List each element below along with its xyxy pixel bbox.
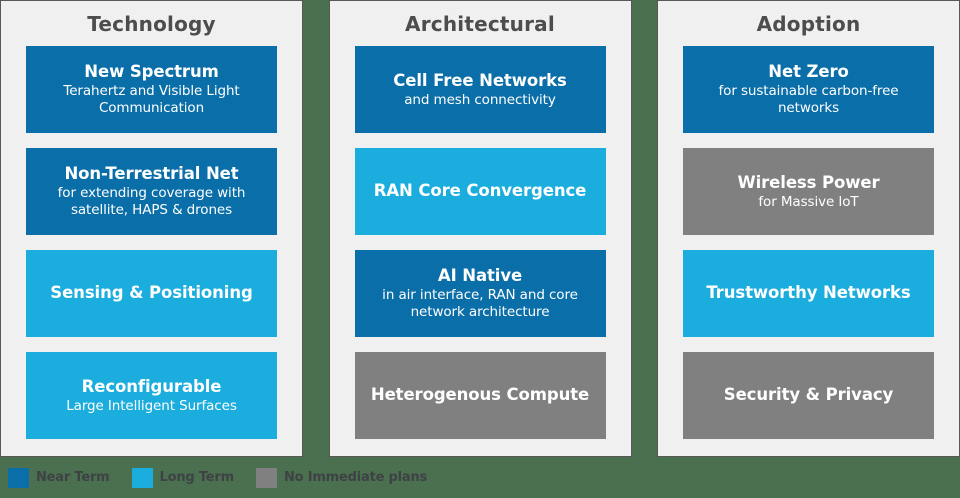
card-title: Sensing & Positioning [50,283,253,303]
card-item[interactable]: Non-Terrestrial Net for extending covera… [26,148,277,235]
card-title: Net Zero [768,62,849,82]
card-item[interactable]: Heterogenous Compute [354,352,606,439]
legend-swatch [8,467,29,488]
category-title: Architectural [405,12,555,36]
card-title: AI Native [437,266,523,286]
legend: Near Term Long Term No Immediate plans [0,457,960,498]
legend-label: No Immediate plans [283,470,428,485]
card-subtitle: for sustainable carbon-free networks [718,83,899,117]
card-title: Wireless Power [737,172,880,192]
card-subtitle: in air interface, RAN and core network a… [382,287,578,321]
card-subtitle: and mesh connectivity [404,91,556,108]
legend-item-near-term: Near Term [8,467,110,488]
card-item[interactable]: AI Native in air interface, RAN and core… [354,250,606,337]
category-columns: Technology New Spectrum Terahertz and Vi… [0,0,960,457]
card-item[interactable]: Cell Free Networks and mesh connectivity [354,46,606,133]
card-item[interactable]: New Spectrum Terahertz and Visible Light… [26,46,277,133]
card-title: RAN Core Convergence [373,181,587,201]
category-title: Technology [87,12,216,36]
legend-item-long-term: Long Term [131,467,235,488]
legend-label: Long Term [159,470,235,485]
card-item[interactable]: Net Zero for sustainable carbon-free net… [683,46,934,133]
card-subtitle: for Massive IoT [758,193,859,210]
card-title: Cell Free Networks [393,70,567,90]
legend-item-no-immediate-plans: No Immediate plans [255,467,428,488]
card-title: Security & Privacy [723,385,894,405]
card-title: New Spectrum [84,62,219,82]
card-item[interactable]: Sensing & Positioning [26,250,277,337]
category-panel-technology: Technology New Spectrum Terahertz and Vi… [0,0,303,457]
card-subtitle: Large Intelligent Surfaces [66,397,237,414]
card-item[interactable]: RAN Core Convergence [354,148,606,235]
legend-swatch [131,467,153,488]
card-item[interactable]: Reconfigurable Large Intelligent Surface… [26,352,277,439]
card-list: Cell Free Networks and mesh connectivity… [330,46,631,456]
card-title: Trustworthy Networks [706,283,911,303]
card-item[interactable]: Wireless Power for Massive IoT [683,148,934,235]
legend-swatch [255,467,277,488]
card-title: Reconfigurable [81,376,222,396]
card-item[interactable]: Security & Privacy [683,352,934,439]
card-list: Net Zero for sustainable carbon-free net… [658,46,959,456]
card-subtitle: Terahertz and Visible Light Communicatio… [63,83,240,117]
card-subtitle: for extending coverage with satellite, H… [57,185,246,219]
category-panel-architectural: Architectural Cell Free Networks and mes… [328,0,632,457]
card-title: Heterogenous Compute [370,385,590,405]
card-list: New Spectrum Terahertz and Visible Light… [1,46,302,456]
card-item[interactable]: Trustworthy Networks [683,250,934,337]
category-panel-adoption: Adoption Net Zero for sustainable carbon… [657,0,960,457]
category-title: Adoption [756,12,861,36]
legend-label: Near Term [36,470,110,485]
card-title: Non-Terrestrial Net [64,164,239,184]
